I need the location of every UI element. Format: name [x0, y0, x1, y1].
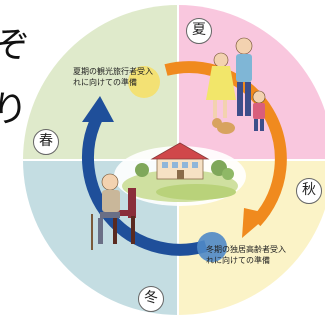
side-text-char-1: ぞ [0, 25, 31, 66]
side-text-char-2: り [0, 89, 29, 130]
summer-note-line-1: 夏期の観光旅行者受入 [73, 67, 153, 76]
house-illustration [150, 142, 210, 180]
winter-note-line-1: 冬期の独居高齢者受入 [206, 245, 286, 254]
summer-preparation-note: 夏期の観光旅行者受入 れに向けての準備 [73, 66, 153, 88]
season-label-winter: 冬 [138, 286, 164, 312]
winter-marker [197, 232, 227, 262]
family-illustration [206, 37, 266, 134]
center-landscape [114, 142, 246, 206]
winter-preparation-note: 冬期の独居高齢者受入 れに向けての準備 [206, 244, 286, 266]
orange-cycle-arrow [164, 61, 287, 238]
winter-note-line-2: れに向けての準備 [206, 256, 270, 265]
summer-sun-marker [128, 66, 160, 98]
summer-note-line-2: れに向けての準備 [73, 78, 137, 87]
season-label-autumn: 秋 [296, 178, 322, 204]
season-label-spring: 春 [33, 129, 59, 155]
season-label-summer: 夏 [186, 18, 212, 44]
elderly-man-illustration [91, 173, 136, 250]
